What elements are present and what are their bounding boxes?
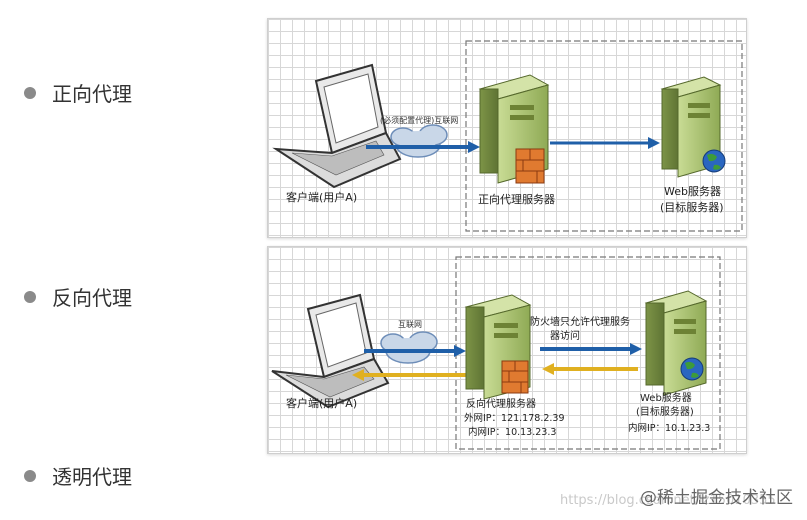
client-label: 客户端(用户A)	[286, 396, 357, 410]
internet-label: (必须配置代理)互联网	[380, 115, 458, 125]
web-server-inner-ip: 内网IP：10.1.23.3	[628, 422, 710, 434]
bullet-label: 透明代理	[52, 465, 132, 489]
watermark-url: https://blog.csdn.net/lz15010355	[560, 493, 776, 508]
firewall-label-line2: 器访问	[550, 329, 580, 342]
client-label: 客户端(用户A)	[286, 190, 357, 204]
web-server-sublabel: (目标服务器)	[636, 405, 694, 418]
internet-cloud-icon	[380, 331, 438, 364]
laptop-icon	[271, 293, 390, 409]
globe-icon	[680, 357, 704, 381]
firewall-label-line1: 防火墙只允许代理服务	[530, 315, 630, 328]
internet-cloud-icon	[390, 124, 448, 158]
proxy-server-icon	[478, 74, 550, 184]
internet-label: 互联网	[398, 320, 422, 329]
reverse-proxy-diagram: 互联网 防火墙只允许代理服务 器访问 客户端(用户A) 反向代理服务器 外网IP…	[267, 246, 747, 454]
bullet-dot	[24, 469, 36, 482]
web-server-label: Web服务器	[640, 391, 692, 404]
firewall-icon	[501, 360, 529, 394]
proxy-outer-ip: 外网IP：121.178.2.39	[464, 412, 565, 424]
bullet-dot	[24, 290, 36, 303]
web-server-sublabel: (目标服务器)	[660, 200, 724, 214]
proxy-inner-ip: 内网IP：10.13.23.3	[468, 426, 556, 438]
bullet-transparent-proxy: 透明代理	[24, 461, 132, 490]
web-server-label: Web服务器	[664, 185, 721, 198]
bullet-label: 反向代理	[52, 286, 132, 310]
web-server-icon	[644, 290, 708, 396]
bullet-label: 正向代理	[52, 82, 132, 106]
laptop-icon	[272, 63, 402, 189]
bullet-forward-proxy: 正向代理	[24, 78, 132, 107]
bullet-dot	[24, 86, 36, 99]
proxy-server-label: 正向代理服务器	[478, 192, 555, 206]
proxy-server-label: 反向代理服务器	[466, 397, 536, 410]
watermark-brand: @稀土掘金技术社区	[640, 488, 793, 508]
dashed-boundary	[465, 40, 743, 232]
globe-icon	[702, 149, 726, 173]
forward-proxy-diagram: (必须配置代理)互联网 客户端(用户A) 正向代理服务器 Web服务器 (目标服…	[267, 18, 747, 238]
firewall-icon	[515, 148, 545, 184]
bullet-reverse-proxy: 反向代理	[24, 282, 132, 311]
